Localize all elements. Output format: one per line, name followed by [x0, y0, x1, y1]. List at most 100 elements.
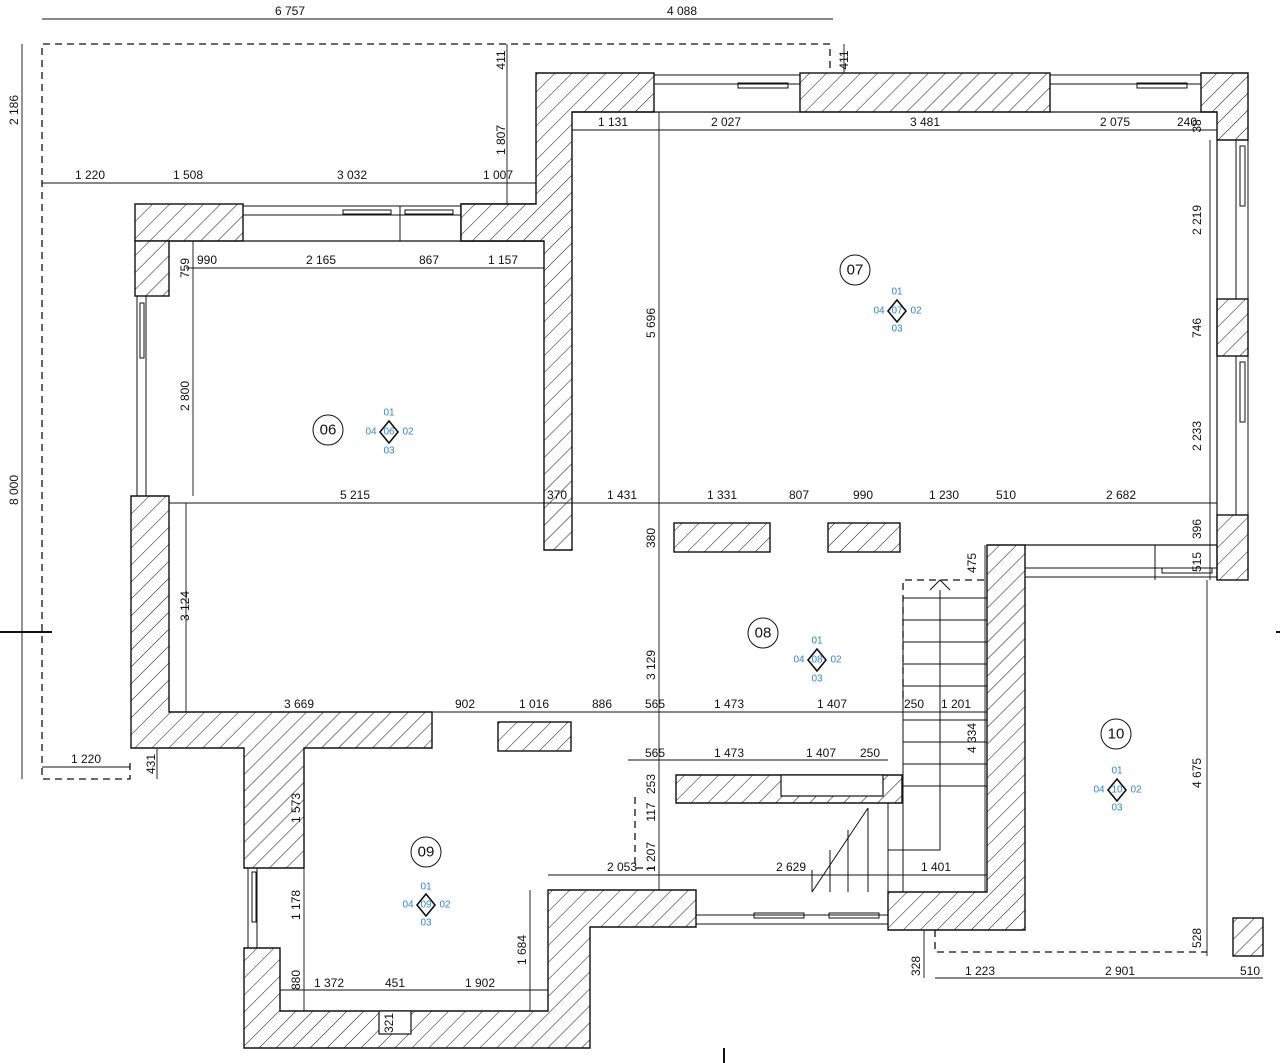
dim-label: 2 233	[1190, 421, 1204, 451]
dim-label: 902	[455, 697, 475, 711]
elevation-ref: 04	[365, 427, 377, 438]
dim-label: 321	[382, 1013, 396, 1033]
room-ref-center: 07	[891, 306, 903, 317]
room-number: 10	[1108, 726, 1125, 743]
elevation-ref: 01	[891, 287, 903, 298]
dim-label: 1 372	[314, 976, 344, 990]
dim-label: 1 407	[817, 697, 847, 711]
dim-label: 886	[592, 697, 612, 711]
dim-label: 1 178	[289, 890, 303, 920]
room-number: 08	[755, 625, 772, 642]
elevation-ref: 01	[383, 408, 395, 419]
room-ref-center: 08	[811, 655, 823, 666]
elevation-ref: 02	[402, 427, 414, 438]
dim-label: 1 684	[515, 935, 529, 965]
dim-label: 5 696	[644, 308, 658, 338]
room-10-marker[interactable]: 10 10 01 02 03 04	[1093, 718, 1142, 814]
elevation-ref: 02	[910, 306, 922, 317]
dim-label: 396	[1190, 519, 1204, 539]
dim-label: 1 220	[71, 752, 101, 766]
dim-label: 2 165	[306, 253, 336, 267]
dim-label: 250	[904, 697, 924, 711]
dim-label: 1 157	[488, 253, 518, 267]
dimension-labels: 6 757 4 088 1 220 1 508 3 032 1 007 990 …	[71, 4, 1260, 990]
dim-label: 2 186	[7, 95, 21, 125]
dim-label: 3 129	[644, 650, 658, 680]
elevation-ref: 04	[1093, 785, 1105, 796]
dim-label: 565	[645, 746, 665, 760]
elevation-ref: 03	[1111, 803, 1123, 814]
dim-label: 1 223	[965, 964, 995, 978]
dim-label: 4 334	[965, 723, 979, 753]
dim-label: 3 124	[178, 591, 192, 621]
dim-label: 1 220	[75, 168, 105, 182]
windows	[136, 74, 1249, 949]
dim-label: 2 075	[1100, 115, 1130, 129]
dim-label: 117	[644, 802, 658, 821]
dim-label: 411	[837, 50, 851, 69]
dim-label: 1 473	[714, 746, 744, 760]
dim-label: 4 675	[1190, 758, 1204, 788]
room-ref-center: 10	[1111, 785, 1123, 796]
room-number: 06	[320, 422, 337, 439]
dim-label: 1 573	[289, 793, 303, 823]
room-07-marker[interactable]: 07 07 01 02 03 04	[839, 254, 922, 335]
dim-label: 431	[144, 754, 158, 774]
dim-label: 1 807	[494, 125, 508, 155]
dim-label: 1 407	[806, 746, 836, 760]
elevation-marker-icon	[806, 647, 828, 673]
dim-label: 510	[996, 488, 1016, 502]
dim-label: 1 473	[714, 697, 744, 711]
room-markers: 06 06 01 02 03 04 07 07 01 02 03 04 08 0…	[312, 254, 1142, 929]
dim-label: 1 207	[644, 842, 658, 872]
room-08-marker[interactable]: 08 08 01 02 03 04	[747, 617, 842, 685]
dim-label: 880	[289, 970, 303, 990]
dim-label: 6 757	[275, 4, 305, 18]
walls	[130, 72, 1264, 1049]
room-ref-center: 09	[420, 900, 432, 911]
dim-label: 8 000	[7, 475, 21, 505]
elevation-ref: 03	[420, 918, 432, 929]
dim-label: 2 027	[711, 115, 741, 129]
elevation-ref: 03	[811, 674, 823, 685]
dim-label: 380	[644, 528, 658, 548]
dim-label: 4 088	[667, 4, 697, 18]
dim-label: 1 201	[941, 697, 971, 711]
room-06-marker[interactable]: 06 06 01 02 03 04	[312, 408, 414, 457]
elevation-ref: 01	[811, 636, 823, 647]
elevation-ref: 01	[420, 882, 432, 893]
dim-label: 2 053	[607, 860, 637, 874]
dim-label: 1 007	[483, 168, 513, 182]
dim-label: 565	[645, 697, 665, 711]
dim-label: 1 508	[173, 168, 203, 182]
dim-label: 3 669	[284, 697, 314, 711]
dim-label: 1 331	[707, 488, 737, 502]
dim-label: 1 016	[519, 697, 549, 711]
dim-label: 990	[853, 488, 873, 502]
room-number: 09	[418, 844, 435, 861]
elevation-ref: 02	[1130, 785, 1142, 796]
dim-label: 2 800	[178, 381, 192, 411]
dim-label: 370	[547, 488, 567, 502]
dim-label: 5 215	[340, 488, 370, 502]
dim-label: 475	[965, 553, 979, 573]
elevation-ref: 04	[402, 900, 414, 911]
elevation-marker-icon	[886, 298, 908, 324]
dimension-lines	[21, 18, 1263, 1011]
dim-label: 240	[1177, 115, 1197, 129]
dim-label: 759	[178, 258, 192, 278]
elevation-ref: 03	[891, 324, 903, 335]
room-ref-center: 06	[383, 427, 395, 438]
counter-inset	[780, 774, 884, 797]
elevation-ref: 01	[1111, 766, 1123, 777]
chimney-niche	[378, 1010, 412, 1035]
stairs	[811, 579, 988, 893]
dim-label: 528	[1190, 928, 1204, 948]
elevation-ref: 02	[830, 655, 842, 666]
dim-label: 38	[1190, 119, 1204, 133]
dim-label: 1 902	[465, 976, 495, 990]
dim-label: 2 219	[1190, 205, 1204, 235]
room-09-marker[interactable]: 09 09 01 02 03 04	[402, 836, 451, 929]
